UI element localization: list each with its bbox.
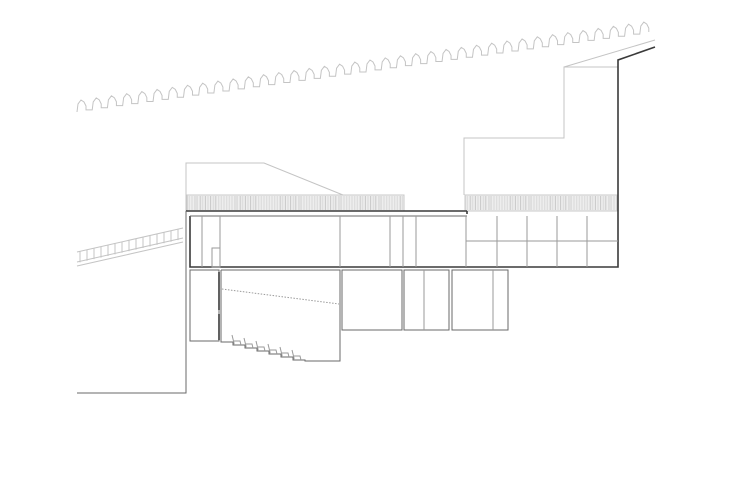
upper-floor-slab-and-wall (189, 46, 656, 268)
ground-line-and-retaining-wall (77, 211, 187, 394)
seat-icon (279, 346, 290, 358)
seat-icon (267, 343, 278, 355)
ramp-railing (76, 227, 184, 267)
right-volume-outline (463, 66, 618, 195)
crenellation-path (76, 21, 650, 113)
lower-room-3 (341, 269, 403, 331)
seat-icon (231, 334, 242, 346)
projection-line (221, 288, 340, 305)
door (211, 247, 221, 268)
rail-top (76, 227, 184, 253)
crenellated-wall-outline (76, 21, 650, 113)
rail-bottom (76, 237, 184, 263)
left-volume-outline (185, 162, 344, 213)
lower-room-4 (403, 269, 450, 331)
glazing-grid (466, 216, 618, 267)
lower-room-1 (189, 269, 220, 342)
hatched-parapet-bands (186, 194, 618, 212)
ramp-edge (76, 241, 184, 267)
roof-slope-line (563, 39, 656, 68)
seat-icon (291, 349, 302, 361)
auditorium-seats (231, 334, 302, 361)
seat-icon (255, 340, 266, 352)
seat-icon (243, 337, 254, 349)
auditorium-outline (220, 269, 341, 362)
lower-room-5 (451, 269, 509, 331)
